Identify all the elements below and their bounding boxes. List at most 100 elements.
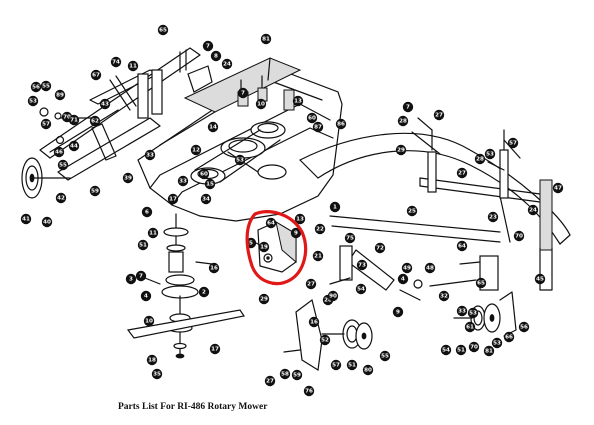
callout-bubble	[177, 175, 189, 187]
callout-60: 60	[306, 112, 318, 124]
callout-53: 53	[491, 337, 503, 349]
callout-number: 13	[294, 98, 302, 104]
callout-number: 75	[346, 235, 354, 241]
callout-number: 80	[364, 367, 372, 373]
callout-bubble	[456, 305, 468, 317]
callout-bubble	[464, 321, 476, 333]
callout-bubble	[294, 213, 306, 225]
callout-35: 35	[151, 368, 163, 380]
callout-number: 48	[426, 265, 434, 271]
callout-bubble	[20, 213, 32, 225]
callout-53: 53	[234, 154, 246, 166]
callout-number: 65	[477, 280, 485, 286]
callout-bubble	[487, 211, 499, 223]
callout-44: 44	[68, 140, 80, 152]
callout-52: 52	[319, 334, 331, 346]
callout-42: 42	[55, 192, 67, 204]
callout-57: 57	[507, 137, 519, 149]
callout-33: 33	[177, 175, 189, 187]
callout-number: 28	[399, 118, 407, 124]
callout-number: 10	[257, 101, 265, 107]
callout-bubble	[314, 223, 326, 235]
callout-number: 18	[148, 357, 156, 363]
callout-bubble	[402, 101, 414, 113]
callout-bubble	[200, 193, 212, 205]
callout-57: 57	[40, 118, 52, 130]
callout-number: 89	[56, 92, 64, 98]
callout-bubble	[234, 154, 246, 166]
callout-bubble	[55, 192, 67, 204]
callout-12: 12	[190, 144, 202, 156]
callout-67: 67	[90, 69, 102, 81]
callout-bubble	[362, 364, 374, 376]
callout-number: 17	[169, 196, 177, 202]
callout-4: 4	[140, 290, 152, 302]
callout-bubble	[68, 140, 80, 152]
callout-number: 24	[529, 207, 537, 213]
callout-number: 7	[406, 104, 410, 110]
callout-number: 54	[357, 286, 365, 292]
callout-54: 54	[355, 283, 367, 295]
callout-bubble	[335, 118, 347, 130]
callout-number: 65	[159, 27, 167, 33]
callout-53: 53	[27, 95, 39, 107]
callout-bubble	[279, 368, 291, 380]
callout-number: 53	[29, 98, 37, 104]
callout-number: 24	[223, 61, 231, 67]
callout-bubble	[157, 24, 169, 36]
callout-bubble	[258, 293, 270, 305]
callout-72: 72	[374, 242, 386, 254]
callout-bubble	[151, 368, 163, 380]
callout-81: 81	[260, 33, 272, 45]
callout-54: 54	[440, 344, 452, 356]
callout-number: 6	[145, 209, 149, 215]
callout-number: 1	[333, 204, 337, 210]
callout-number: 43	[101, 101, 109, 107]
callout-66: 66	[503, 331, 515, 343]
callout-number: 7	[206, 43, 210, 49]
callout-number: 73	[358, 262, 366, 268]
callout-bubble	[291, 369, 303, 381]
callout-bubble	[433, 109, 445, 121]
callout-bubble	[292, 95, 304, 107]
callout-bubble	[290, 227, 302, 239]
callout-bubble	[198, 286, 210, 298]
callout-bubble	[27, 95, 39, 107]
callout-bubble	[455, 344, 467, 356]
callout-number: 41	[22, 216, 30, 222]
callout-number: 51	[139, 242, 147, 248]
callout-number: 52	[321, 337, 329, 343]
callout-number: 19	[260, 244, 268, 250]
callout-16: 16	[308, 316, 320, 328]
callout-bubble	[438, 290, 450, 302]
callout-number: 47	[554, 185, 562, 191]
callout-number: 17	[211, 346, 219, 352]
callout-49: 49	[401, 262, 413, 274]
callout-number: 72	[376, 245, 384, 251]
callout-number: 67	[92, 72, 100, 78]
callout-18: 18	[146, 354, 158, 366]
callout-61: 61	[464, 321, 476, 333]
callout-87: 87	[312, 121, 324, 133]
callout-bubble	[54, 89, 66, 101]
callout-15: 15	[204, 178, 216, 190]
callout-bubble	[127, 60, 139, 72]
callout-bubble	[346, 359, 358, 371]
callout-number: 5	[249, 240, 253, 246]
callout-number: 44	[70, 143, 78, 149]
callout-10: 10	[143, 315, 155, 327]
callout-number: 55	[59, 162, 67, 168]
callout-bubble	[190, 144, 202, 156]
callout-bubble	[379, 350, 391, 362]
callout-number: 49	[403, 265, 411, 271]
callout-number: 12	[192, 147, 200, 153]
callout-bubble	[467, 307, 479, 319]
callout-bubble	[53, 146, 65, 158]
callout-28: 28	[397, 115, 409, 127]
callout-number: 9	[396, 309, 400, 315]
callout-13: 13	[292, 95, 304, 107]
callout-number: 27	[435, 112, 443, 118]
callout-number: 45	[536, 276, 544, 282]
highlight-circle	[245, 210, 308, 286]
